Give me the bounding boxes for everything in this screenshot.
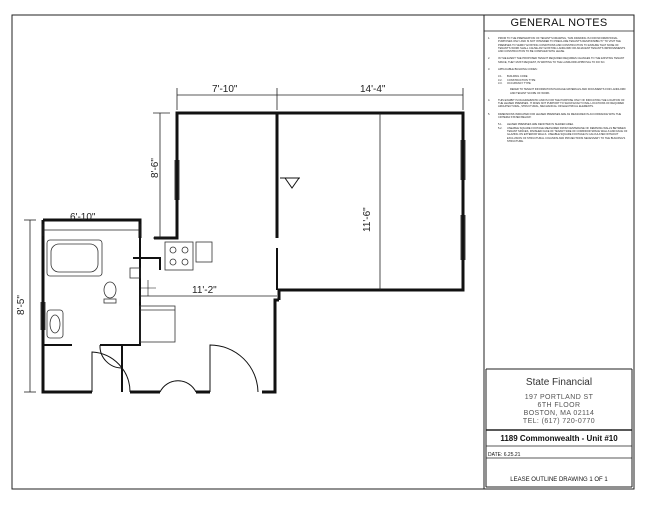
general-notes-list: 1. PRIOR TO THE PREPARATION OF TENANT'S D… <box>488 37 630 147</box>
date-value: 6.25.21 <box>503 452 521 458</box>
note-text: PRIOR TO THE PREPARATION OF TENANT'S DRA… <box>498 37 626 54</box>
windows <box>40 140 466 330</box>
note-subitem: 5.2. USEABLE SQUARE FOOTAGE MEASURED FROM… <box>488 127 630 143</box>
bath-door <box>99 344 123 369</box>
toilet <box>103 281 117 299</box>
company-phone: TEL: (617) 720-0770 <box>522 418 596 425</box>
fixtures <box>46 239 213 343</box>
note-number: 1. <box>488 37 491 40</box>
dimension-top-right: 14'-4" <box>360 84 386 95</box>
note-number: 3. <box>488 68 491 72</box>
dimension-kitchen-width: 11'-2" <box>192 285 217 296</box>
range <box>164 241 194 271</box>
note-subitem: 5.1. LEASED PREMISES ARE DENOTED IN SHADE… <box>488 123 630 126</box>
dimension-lines <box>24 88 464 393</box>
note-subitem-text: CONSTRUCTION TYPE <box>507 78 536 82</box>
company-info: State Financial 197 PORTLAND ST 6TH FLOO… <box>484 377 634 426</box>
note-text: DIMENSIONS INDICATED FOR LEASED PREMISES… <box>498 112 622 120</box>
closet-door <box>159 380 197 393</box>
date-label: DATE: <box>488 452 503 458</box>
note-subitem-text: BUILDING CODE <box>507 75 528 79</box>
note-subitem-number: 5.1. <box>498 123 503 127</box>
note-subitem-text: LEASED PREMISES ARE DENOTED IN SHADED AR… <box>507 123 574 127</box>
company-address1: 197 PORTLAND ST <box>524 394 594 401</box>
kitchen-sink <box>195 241 213 263</box>
closet <box>280 177 300 189</box>
note-text: APPLICABLE BUILDING CODES: <box>498 68 538 72</box>
bath-sink <box>46 309 64 339</box>
note-addendum: REFER TO TENANT INFORMATION PACKAGE MATE… <box>510 88 626 95</box>
company-address2: 6TH FLOOR <box>537 402 581 409</box>
dimension-kitchen-depth: 8'-6" <box>150 158 161 178</box>
company-name: State Financial <box>525 377 593 388</box>
closet-shelf <box>129 267 141 279</box>
title-block-frame <box>483 14 635 490</box>
note-item: 2. IN THE EVENT THE PROPOSED TENANT REQUI… <box>488 57 630 64</box>
interior-walls <box>43 238 278 392</box>
note-number: 2. <box>488 57 491 61</box>
note-number: 5. <box>488 112 491 116</box>
drawing-number: LEASE OUTLINE DRAWING 1 OF 1 <box>510 477 608 483</box>
apartment-entry-door <box>209 344 259 393</box>
project-title: 1189 Commonwealth - Unit #10 <box>500 434 618 443</box>
general-notes-title: GENERAL NOTES <box>510 17 608 29</box>
bath-entry-door <box>91 351 131 393</box>
dimension-bath-depth: 8'-5" <box>16 295 27 315</box>
note-item: 5. DIMENSIONS INDICATED FOR LEASED PREMIS… <box>488 113 630 120</box>
dimension-bath-width: 6'-10" <box>70 212 96 223</box>
note-subitem-number: 3.3. <box>498 81 503 85</box>
note-text: IN THE EVENT THE PROPOSED TENANT REQUIRE… <box>498 57 625 64</box>
note-item: 1. PRIOR TO THE PREPARATION OF TENANT'S D… <box>488 37 630 53</box>
note-subitem-text: OCCUPANCY TYPE <box>507 81 531 85</box>
company-city: BOSTON, MA 02114 <box>523 410 595 417</box>
dimension-living-depth: 11'-6" <box>362 207 373 232</box>
date-field: DATE: 6.25.21 <box>488 452 520 458</box>
note-subitem-text: USEABLE SQUARE FOOTAGE MEASURED FROM CEN… <box>507 126 628 143</box>
note-subitem-number: 3.1. <box>498 75 503 79</box>
note-item: 3. APPLICABLE BUILDING CODES: <box>488 68 630 71</box>
note-subitem: 3.1. BUILDING CODE <box>488 75 630 78</box>
note-subitem-number: 3.2. <box>498 78 503 82</box>
note-subitem-number: 5.2. <box>498 126 503 130</box>
note-item: 4. THIS EXHIBIT IS DIAGRAMMATIC AND IS FO… <box>488 99 630 109</box>
note-subitem: 3.3. OCCUPANCY TYPE <box>488 82 630 85</box>
refrigerator <box>139 305 176 343</box>
dimension-top-left: 7'-10" <box>212 84 238 95</box>
note-text: THIS EXHIBIT IS DIAGRAMMATIC AND IS FOR … <box>498 98 625 109</box>
bathtub <box>46 239 103 277</box>
exterior-walls <box>41 111 465 394</box>
note-subitem: 3.2. CONSTRUCTION TYPE <box>488 79 630 82</box>
title-block: GENERAL NOTES 1. PRIOR TO THE PREPARATION… <box>484 15 634 489</box>
note-number: 4. <box>488 98 491 102</box>
door-swings <box>91 280 259 393</box>
